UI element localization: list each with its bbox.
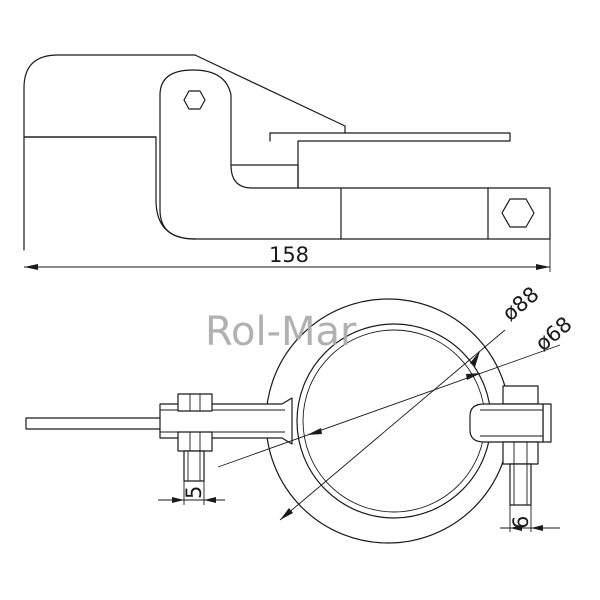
top-view: 158 — [23, 54, 551, 272]
left-bolt-shank — [183, 450, 205, 482]
left-bolt-dimension: 5 — [182, 486, 206, 499]
outer-diameter-leader — [279, 329, 506, 521]
arrow-icon — [470, 351, 480, 367]
right-bolt-dimension: 6 — [509, 516, 533, 529]
arrow-left-icon — [204, 497, 216, 503]
arrow-icon — [466, 373, 481, 380]
arrow-right-icon — [536, 264, 550, 270]
right-nut — [502, 441, 539, 465]
lever-outline — [159, 69, 299, 211]
bottom-view: ø88 ø68 5 6 — [25, 282, 577, 544]
arrow-left-icon — [510, 525, 522, 531]
clamp-inner-ring-2 — [302, 329, 486, 513]
arrow-left-icon — [531, 525, 543, 531]
right-band-flange — [542, 403, 552, 443]
watermark-text: Rol-Mar — [205, 309, 357, 355]
hex-nut-icon — [501, 198, 535, 228]
right-bolt-shank — [509, 463, 532, 506]
arrow-right-icon — [172, 497, 184, 503]
clamp-band-right — [469, 403, 544, 443]
left-nut — [177, 431, 213, 452]
arrow-icon — [307, 428, 322, 435]
arrow-icon — [280, 508, 293, 520]
outer-diameter-label: ø88 — [498, 282, 544, 326]
hex-nut-icon — [183, 90, 206, 110]
lever-curve — [159, 209, 196, 240]
arrow-left-icon — [24, 264, 38, 270]
inner-diameter-leader — [217, 344, 561, 468]
inner-diameter-label: ø68 — [531, 312, 577, 356]
overall-length-label: 158 — [269, 243, 309, 267]
left-bolt-head — [177, 393, 213, 412]
right-bolt-head — [502, 385, 539, 405]
body-outline — [23, 54, 551, 251]
lever-inner — [230, 164, 299, 189]
